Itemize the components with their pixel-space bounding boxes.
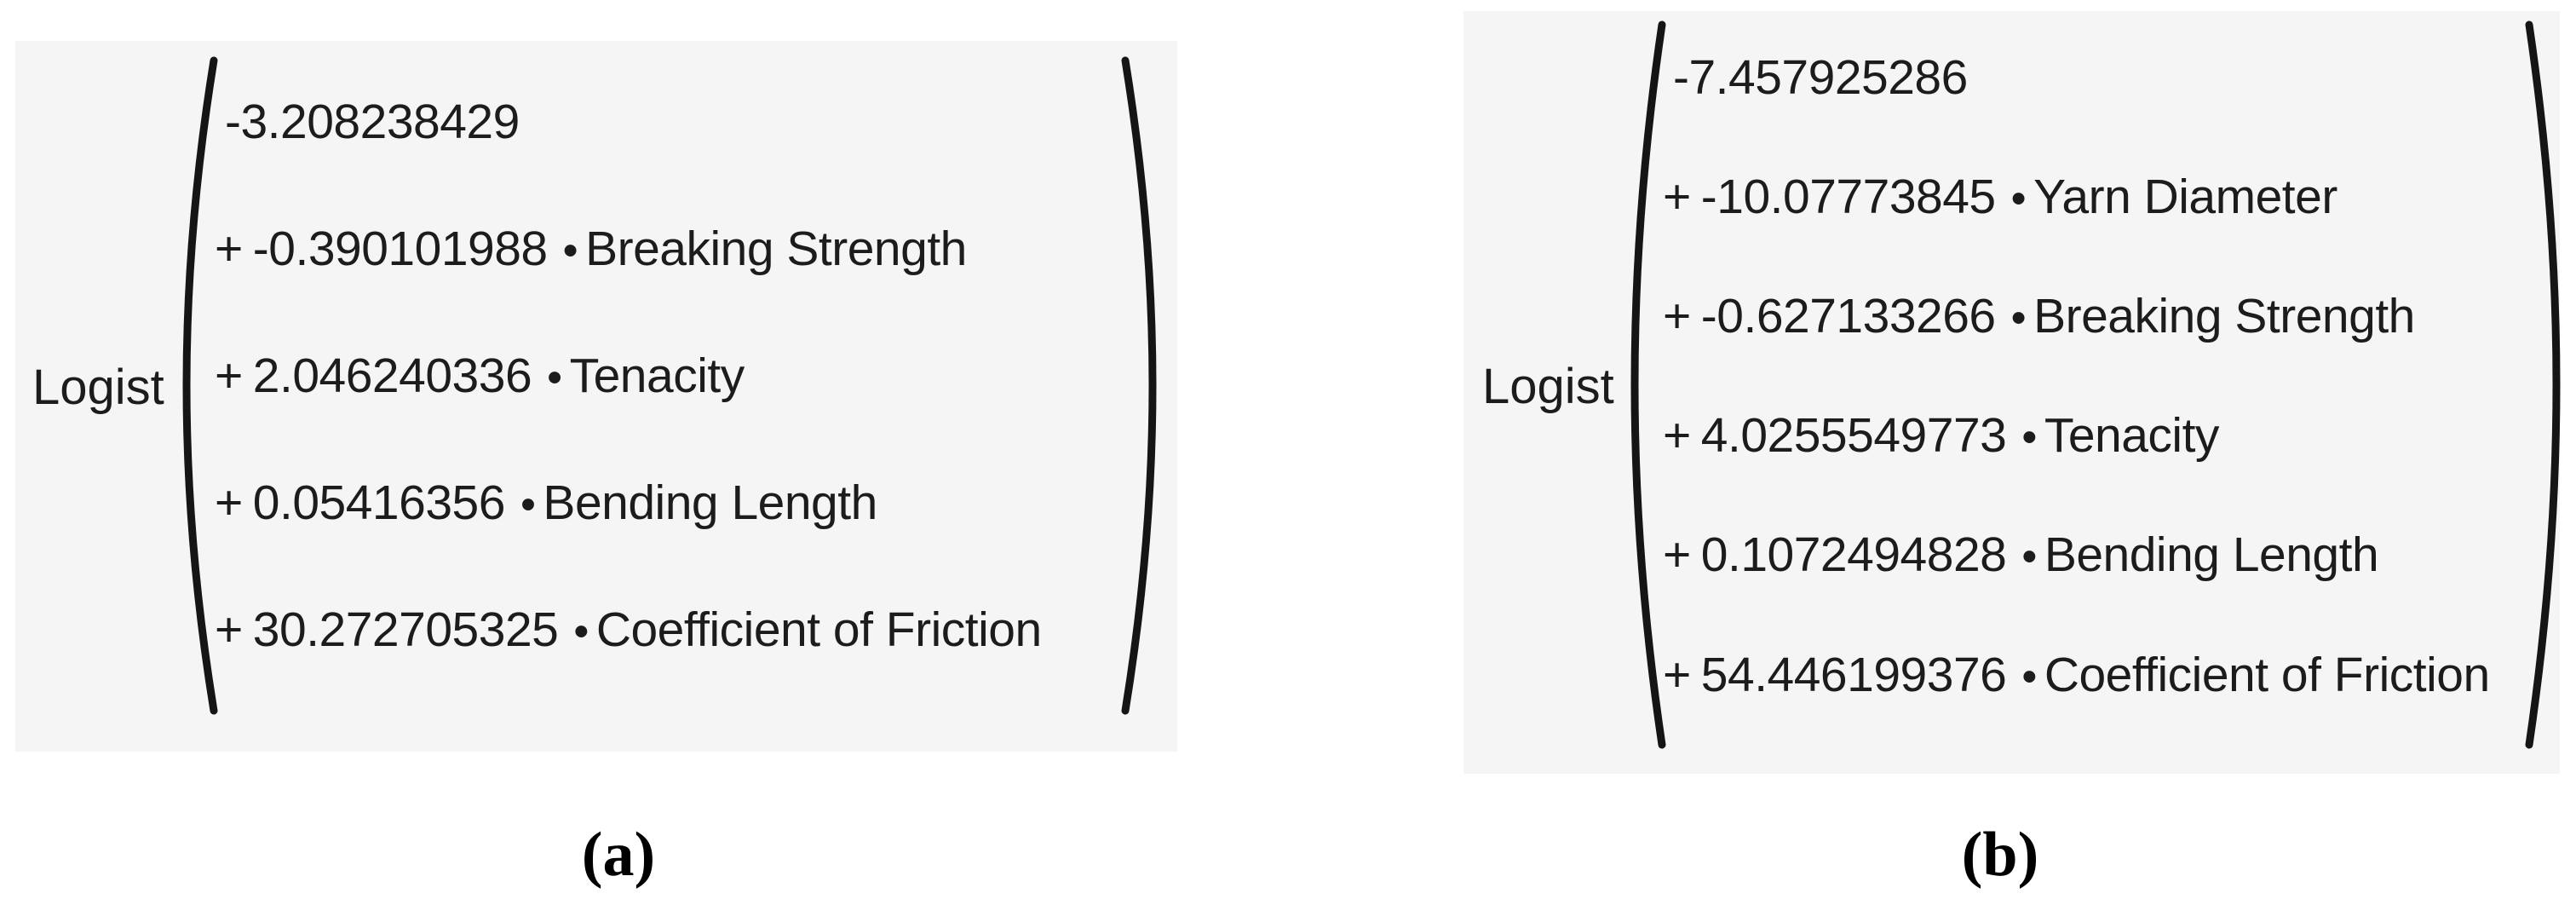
- formula-term: -7.457925286: [1663, 43, 1991, 112]
- coefficient: -0.627133266: [1700, 289, 1996, 343]
- plus-sign: +: [215, 602, 243, 657]
- right-parenthesis: [1121, 55, 1157, 716]
- logist-function-label: Logist: [1482, 359, 1614, 414]
- variable-name: Breaking Strength: [585, 222, 967, 276]
- formula-term: -3.208238429: [215, 88, 543, 156]
- formula-term: +0.05416356 •Bending Length: [215, 469, 877, 537]
- plus-sign: +: [1663, 527, 1691, 582]
- coefficient: 54.446199376: [1700, 648, 2007, 702]
- formula-term: +30.272705325 •Coefficient of Friction: [215, 596, 1042, 664]
- coefficient: -7.457925286: [1673, 50, 1968, 105]
- plus-sign: +: [1663, 648, 1691, 702]
- multiplication-dot: •: [2021, 412, 2037, 461]
- variable-name: Breaking Strength: [2033, 289, 2415, 343]
- right-parenthesis: [2525, 20, 2561, 750]
- formula-term: +-0.390101988 •Breaking Strength: [215, 215, 967, 283]
- multiplication-dot: •: [547, 353, 562, 401]
- variable-name: Coefficient of Friction: [595, 602, 1042, 657]
- formula-term: +0.1072494828 •Bending Length: [1663, 521, 2379, 589]
- multiplication-dot: •: [562, 226, 578, 274]
- coefficient: 0.05416356: [252, 476, 506, 530]
- variable-name: Bending Length: [2044, 527, 2379, 582]
- coefficient: 30.272705325: [252, 602, 559, 657]
- formula-term: +4.0255549773 •Tenacity: [1663, 401, 2219, 470]
- coefficient: 0.1072494828: [1700, 527, 2007, 582]
- variable-name: Tenacity: [2044, 408, 2220, 463]
- multiplication-dot: •: [520, 480, 536, 528]
- formula-panel-a: Logist -3.208238429 +-0.390101988•Breaki…: [15, 41, 1177, 752]
- plus-sign: +: [215, 476, 243, 530]
- variable-name: Yarn Diameter: [2033, 170, 2337, 224]
- formula-term: +2.046240336 •Tenacity: [215, 342, 745, 410]
- coefficient: -3.208238429: [225, 95, 520, 149]
- multiplication-dot: •: [2010, 293, 2027, 342]
- formula-term: +-0.627133266 •Breaking Strength: [1663, 282, 2415, 350]
- logist-function-label: Logist: [32, 360, 164, 415]
- coefficient: 2.046240336: [252, 349, 532, 403]
- panel-caption-b: (b): [1961, 820, 2039, 890]
- panel-caption-a: (a): [581, 820, 656, 890]
- multiplication-dot: •: [573, 607, 589, 655]
- coefficient: -10.07773845: [1700, 170, 1996, 224]
- plus-sign: +: [215, 222, 243, 276]
- multiplication-dot: •: [2010, 174, 2027, 222]
- formula-term: +54.446199376 •Coefficient of Friction: [1663, 641, 2490, 709]
- variable-name: Tenacity: [569, 349, 745, 403]
- multiplication-dot: •: [2021, 652, 2037, 700]
- left-parenthesis: [1630, 20, 1666, 750]
- left-parenthesis: [182, 55, 218, 716]
- plus-sign: +: [1663, 289, 1691, 343]
- plus-sign: +: [1663, 408, 1691, 463]
- variable-name: Coefficient of Friction: [2044, 648, 2490, 702]
- variable-name: Bending Length: [543, 476, 877, 530]
- plus-sign: +: [215, 349, 243, 403]
- multiplication-dot: •: [2021, 532, 2037, 580]
- coefficient: 4.0255549773: [1700, 408, 2007, 463]
- coefficient: -0.390101988: [252, 222, 548, 276]
- formula-term: +-10.07773845 •Yarn Diameter: [1663, 163, 2337, 231]
- plus-sign: +: [1663, 170, 1691, 224]
- formula-panel-b: Logist -7.457925286 +-10.07773845•Yarn D…: [1463, 11, 2560, 774]
